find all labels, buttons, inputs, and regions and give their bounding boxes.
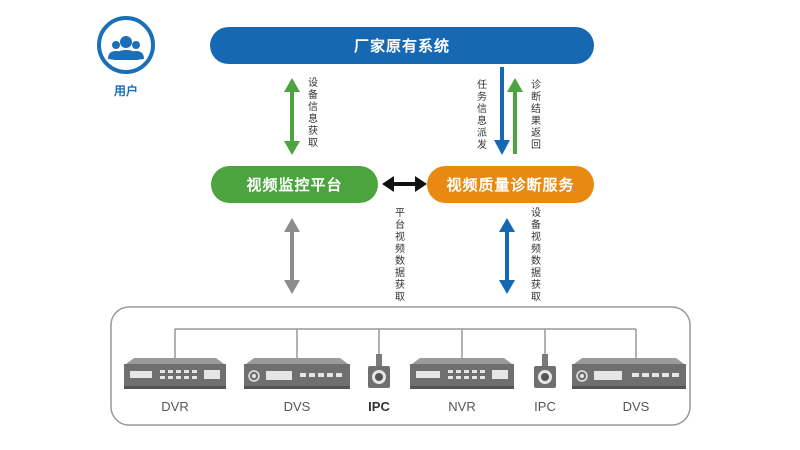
user-label: 用户 [113,84,138,98]
nvr-recorder-icon [410,358,514,389]
arrow-platform-video [284,218,300,294]
device-label-dvr: DVR [161,399,189,414]
vqd-service-node: 视频质量诊断服务 [427,166,594,203]
vendor-system-node: 厂家原有系统 [210,27,594,64]
ip-camera-icon [534,354,556,388]
arrow-diagnosis-return [507,78,523,154]
arrow-platform-service [382,176,427,192]
arrow-task-dispatch [494,67,510,155]
device-label-ipc: IPC [534,399,556,414]
ip-camera-icon [368,354,390,388]
device-label-dvs: DVS [622,399,650,414]
device-label-dvs: DVS [283,399,311,414]
edge-label-platform-video: 平台视频数据获取 [395,208,405,303]
dvs-server-icon [572,358,686,389]
device-container [110,306,691,426]
edge-label-task-dispatch: 任务信息派发 [477,80,487,151]
device-label-ipc: IPC [368,399,390,414]
arrow-device-video [499,218,515,294]
dvs-server-icon [244,358,350,389]
edge-label-device-video: 设备视频数据获取 [531,208,541,303]
edge-label-diagnosis-return: 诊断结果返回 [531,80,541,151]
video-platform-node: 视频监控平台 [211,166,378,203]
edge-label-device-info: 设备信息获取 [308,78,318,149]
dvr-recorder-icon [124,358,226,389]
user-group-icon [97,16,155,74]
arrow-device-info [284,78,300,155]
device-bus [174,328,637,358]
device-label-nvr: NVR [448,399,476,414]
